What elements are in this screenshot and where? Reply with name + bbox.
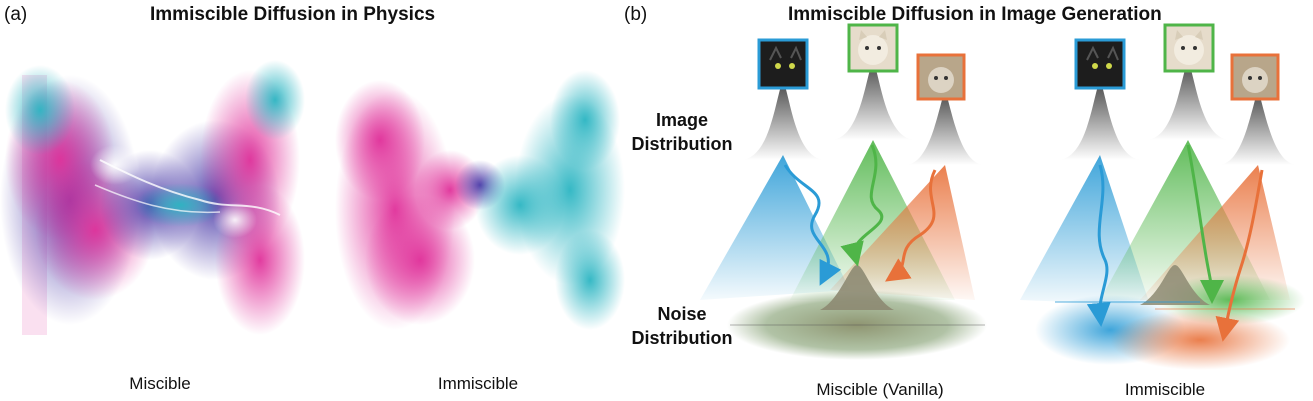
- cat-image-green: [847, 23, 899, 73]
- vanilla-diffusion-diagram: [700, 23, 987, 360]
- bell-curve-blue-right: [1057, 80, 1143, 160]
- image-distribution-label: Image Distribution: [616, 108, 748, 156]
- bell-curve-orange-right: [1218, 90, 1298, 165]
- blue-arrow-right: [1086, 164, 1111, 327]
- orange-arrow-right: [1215, 169, 1264, 342]
- immiscible-smoke-image: [335, 70, 625, 330]
- panel-b-caption-immiscible: Immiscible: [1124, 380, 1206, 399]
- cat-image-blue: [757, 38, 809, 90]
- bell-curve-blue: [740, 80, 826, 160]
- cat-image-blue-right: [1074, 38, 1126, 90]
- image-distribution-label-line1: Image: [655, 110, 709, 130]
- bell-curve-orange: [905, 90, 985, 165]
- noise-peak-right: [1140, 265, 1210, 305]
- green-arrow-right: [1186, 144, 1224, 304]
- blue-cone-right: [1020, 155, 1150, 305]
- panel-b-title: Immiscible Diffusion in Image Generation: [788, 4, 1162, 25]
- bell-curve-green: [830, 60, 916, 140]
- bell-curve-green-right: [1145, 60, 1231, 140]
- panel-a-caption-immiscible: Immiscible: [437, 374, 519, 393]
- noise-distribution-label-line2: Distribution: [631, 328, 733, 348]
- panel-a-letter: (a): [4, 4, 28, 25]
- panel-a-title: Immiscible Diffusion in Physics: [150, 4, 436, 25]
- cat-image-orange-right: [1230, 53, 1280, 101]
- noise-distribution-label: Noise Distribution: [616, 302, 748, 350]
- green-arrow: [840, 144, 884, 267]
- noise-peak: [820, 265, 894, 310]
- cat-image-green-right: [1163, 23, 1215, 73]
- blue-arrow: [783, 164, 842, 286]
- cat-image-orange: [916, 53, 966, 101]
- orange-cone: [830, 165, 975, 300]
- noise-distribution-label-line1: Noise: [657, 304, 707, 324]
- miscible-smoke-image: [0, 60, 305, 335]
- panel-b-caption-miscible: Miscible (Vanilla): [816, 380, 944, 399]
- noise-region-orange: [1110, 310, 1290, 370]
- image-distribution-label-line2: Distribution: [631, 134, 733, 154]
- orange-arrow: [885, 169, 937, 282]
- panel-b-letter: (b): [624, 4, 648, 25]
- panel-a-caption-miscible: Miscible: [129, 374, 191, 393]
- immiscible-diffusion-diagram: [1020, 23, 1305, 370]
